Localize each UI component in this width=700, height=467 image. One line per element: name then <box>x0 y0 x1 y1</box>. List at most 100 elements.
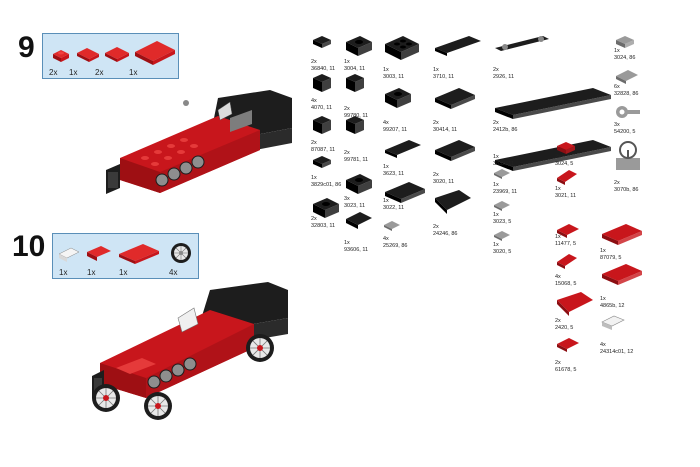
part-id: 4865b, 12 <box>600 302 625 309</box>
callout-9-qty-3: 2x <box>95 68 104 77</box>
part-image <box>600 262 644 286</box>
part-qty: 1x <box>555 234 561 240</box>
part-id: 3829c01, 86 <box>311 181 342 188</box>
part-image <box>344 210 374 230</box>
part-id: 32828, 86 <box>614 90 639 97</box>
part-id: 61678, 5 <box>555 366 577 373</box>
part-id: 24314c01, 12 <box>600 348 634 355</box>
part-qty: 1x <box>344 240 350 246</box>
part-id: 4070, 11 <box>311 104 333 111</box>
part-id: 23969, 11 <box>493 188 518 195</box>
part-qty: 4x <box>600 342 606 348</box>
part-qty: 3x <box>614 122 620 128</box>
part-id: 2420, 5 <box>555 324 574 331</box>
part-image <box>614 140 642 172</box>
red-plate-2x4 <box>135 41 175 65</box>
red-plate-corner <box>77 48 99 62</box>
wheel-rear <box>246 334 274 362</box>
part-qty: 1x <box>493 154 499 160</box>
part-id: 3022, 11 <box>383 204 405 211</box>
callout-9-parts <box>53 41 175 65</box>
part-id: 30414, 11 <box>433 126 458 133</box>
part-image <box>344 114 366 136</box>
part-qty: 1x <box>383 67 389 73</box>
part-qty: 1x <box>493 242 499 248</box>
part-image <box>493 200 511 212</box>
part-image <box>383 180 427 204</box>
part-qty: 4x <box>311 98 317 104</box>
part-qty: 2x <box>555 318 561 324</box>
part-id: 3003, 11 <box>383 73 405 80</box>
part-id: 3023, 11 <box>344 202 366 209</box>
part-image <box>344 34 374 58</box>
callout-10-parts <box>58 243 191 264</box>
part-qty: 4x <box>383 236 389 242</box>
part-image <box>311 34 333 50</box>
part-id: 36840, 11 <box>311 65 336 72</box>
callout-10-qty-2: 1x <box>87 268 96 277</box>
step-number-10: 10 <box>12 230 46 263</box>
part-qty: 2x <box>555 360 561 366</box>
part-id: 3020, 11 <box>433 178 455 185</box>
part-image <box>493 168 511 180</box>
part-image <box>614 68 640 84</box>
part-qty: 2x <box>493 67 499 73</box>
part-image <box>555 252 579 270</box>
part-image <box>555 290 595 318</box>
part-image <box>614 34 636 50</box>
part-qty: 1x <box>493 182 499 188</box>
part-qty: 1x <box>344 59 350 65</box>
part-qty: 2x <box>344 150 350 156</box>
part-id: 87087, 11 <box>311 146 336 153</box>
part-image <box>493 86 613 120</box>
part-id: 3070b, 86 <box>614 186 639 193</box>
wheel-front-right <box>144 392 172 420</box>
part-image <box>383 86 413 110</box>
red-plate-1x1 <box>53 50 69 62</box>
part-id: 2412b, 86 <box>493 126 518 133</box>
spoke-wheel <box>171 243 191 263</box>
part-id: 3020, 5 <box>493 248 512 255</box>
part-id: 3832, 11 <box>493 160 515 167</box>
part-image <box>600 222 644 246</box>
part-id: 25269, 86 <box>383 242 408 249</box>
part-qty: 1x <box>600 248 606 254</box>
part-id: 3623, 11 <box>383 170 405 177</box>
part-qty: 1x <box>493 212 499 218</box>
part-image <box>311 72 333 94</box>
callout-10-qty-3: 1x <box>119 268 128 277</box>
part-id: 99207, 11 <box>383 126 408 133</box>
red-slope <box>87 246 111 261</box>
part-image <box>600 312 626 332</box>
part-image <box>555 140 577 156</box>
part-qty: 2x <box>344 106 350 112</box>
part-id: 32803, 11 <box>311 222 336 229</box>
part-image <box>614 104 642 122</box>
red-plate-1x2 <box>105 47 129 62</box>
part-qty: 2x <box>433 172 439 178</box>
part-image <box>311 196 341 220</box>
part-qty: 1x <box>555 186 561 192</box>
part-id: 24246, 86 <box>433 230 458 237</box>
red-tile-2x4 <box>119 244 159 264</box>
part-image <box>555 168 579 186</box>
